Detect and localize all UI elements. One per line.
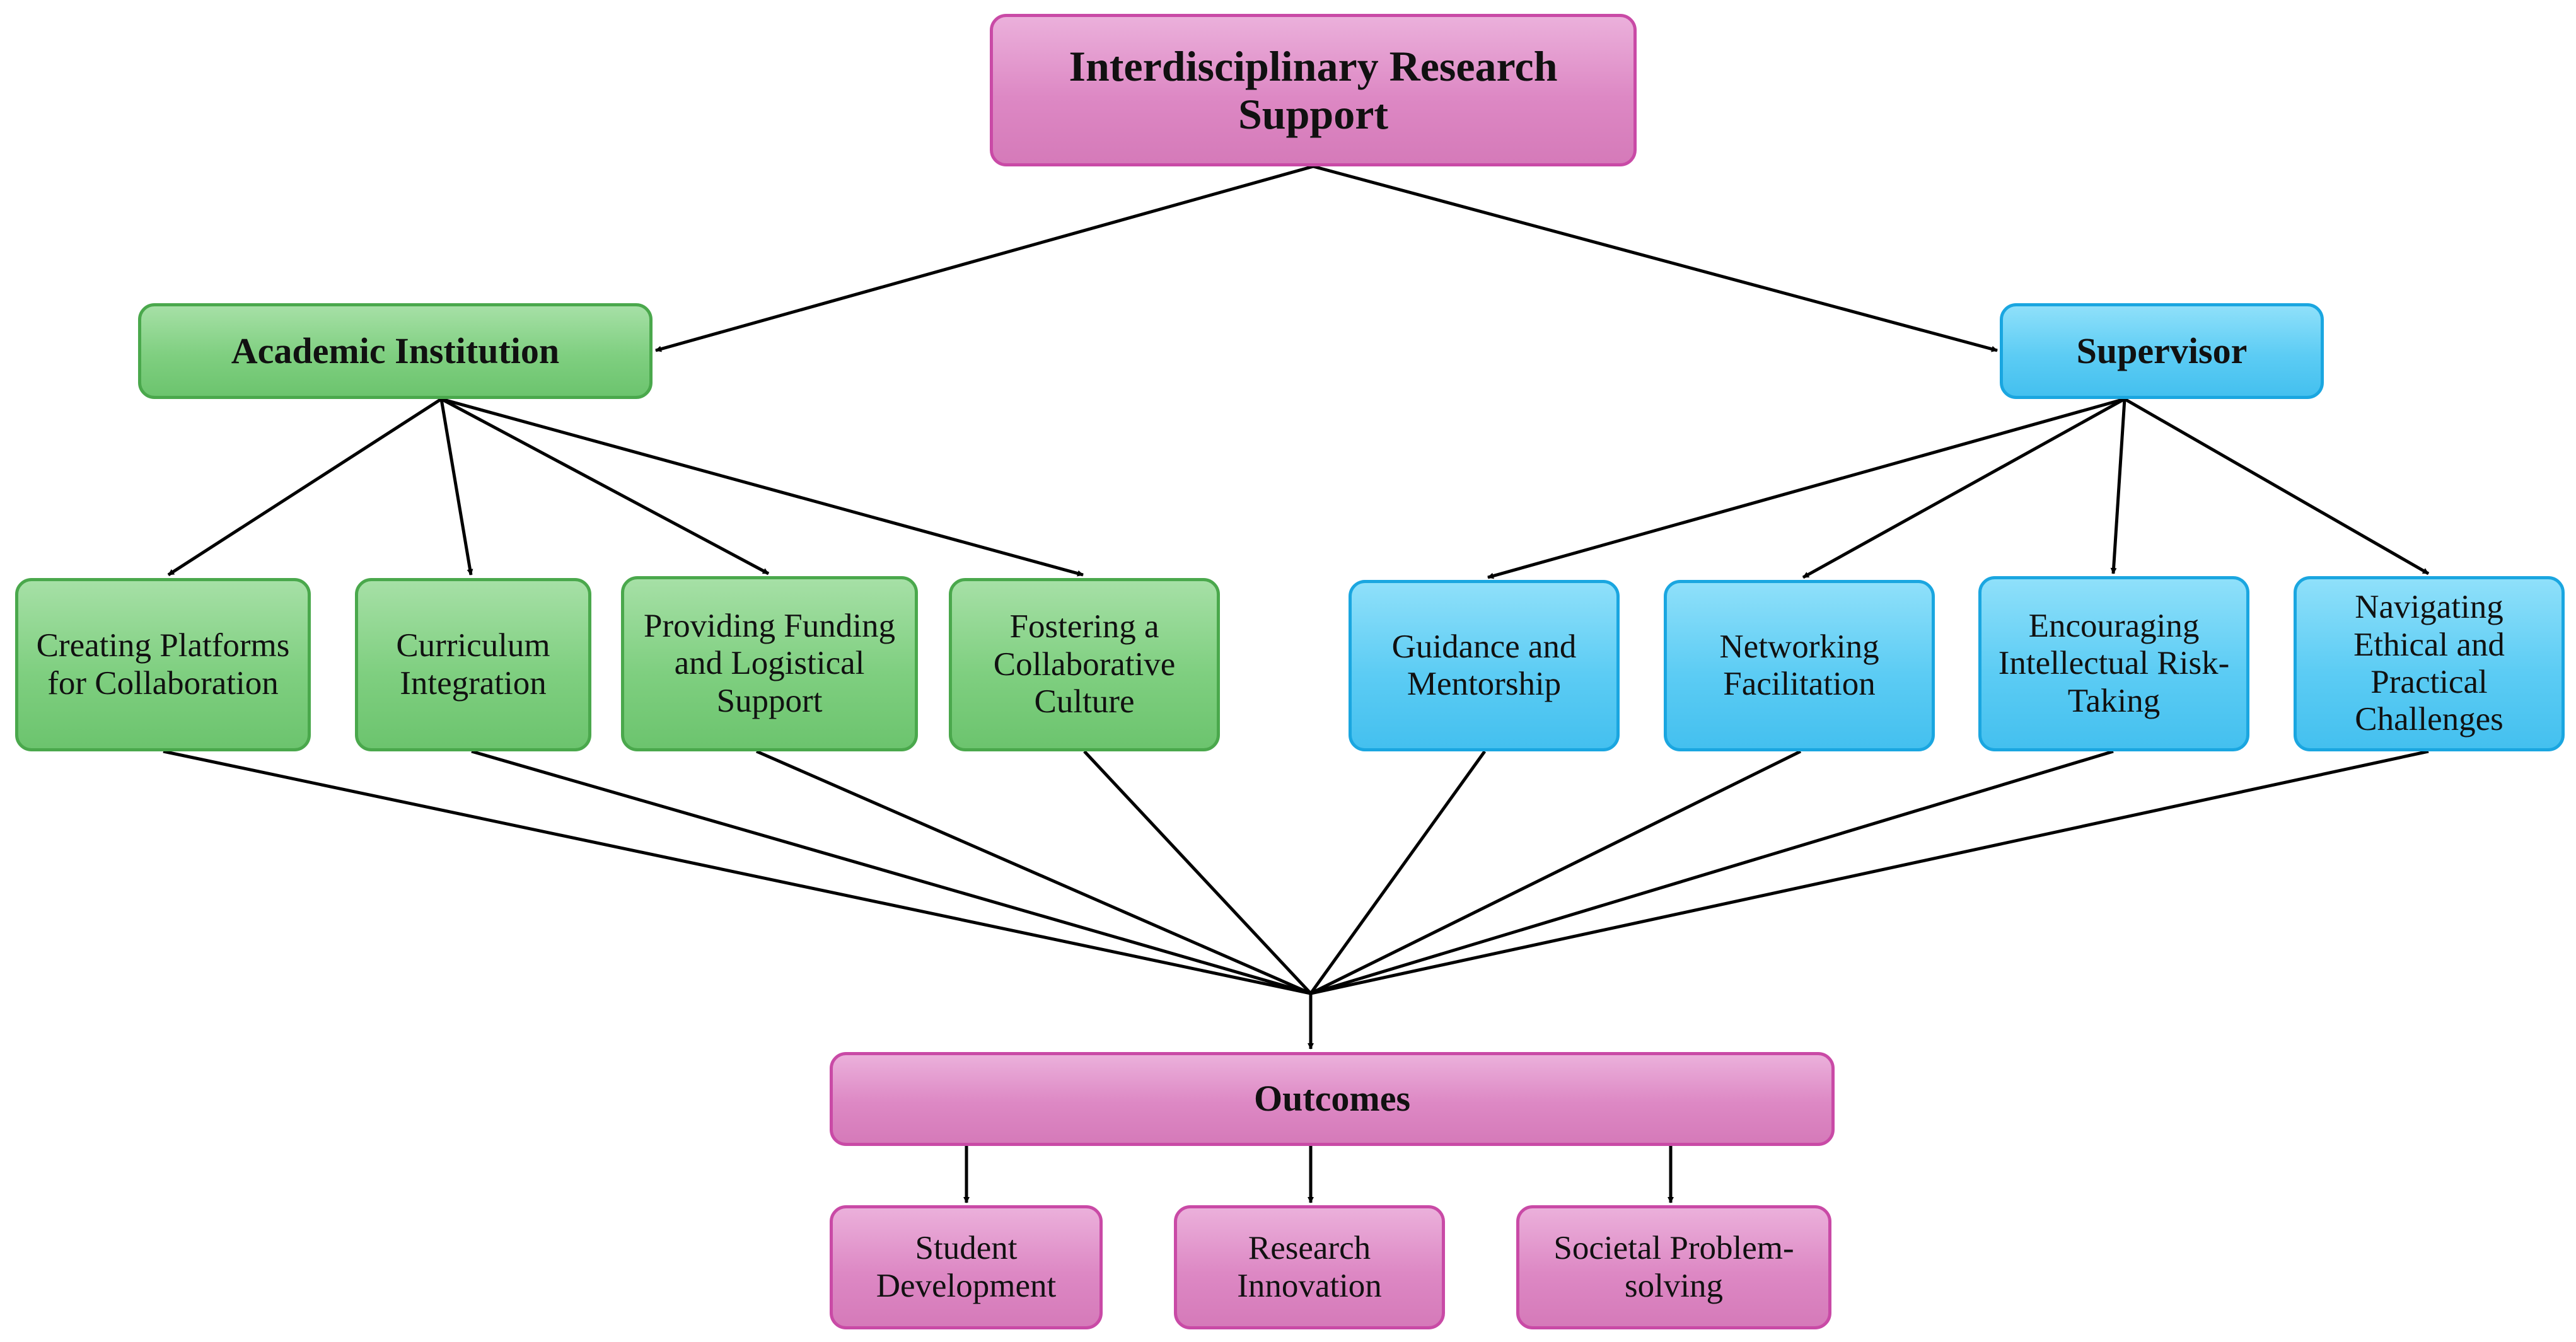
arrow-root-to-academic	[655, 165, 1314, 352]
academic-item-label: Providing Funding and Logistical Support	[643, 607, 896, 719]
outcome-item-student-development: Student Development	[830, 1205, 1103, 1329]
academic-institution-label: Academic Institution	[231, 330, 560, 371]
connector-to-outcomes-2	[755, 749, 1312, 995]
arrow-supervisor-to-item-2	[2110, 398, 2126, 574]
outcome-item-societal-problem-solving: Societal Problem-solving	[1516, 1205, 1831, 1329]
academic-item-curriculum-integration: Curriculum Integration	[355, 578, 591, 751]
supervisor-item-label: Networking Facilitation	[1719, 628, 1879, 702]
arrow-academic-to-item-0	[167, 397, 443, 577]
supervisor-node: Supervisor	[2000, 303, 2324, 399]
connector-to-outcomes-5	[1309, 749, 1802, 995]
supervisor-item-label: Guidance and Mentorship	[1391, 628, 1577, 702]
academic-item-label: Creating Platforms for Collaboration	[36, 627, 290, 702]
academic-item-fostering-culture: Fostering a Collaborative Culture	[949, 578, 1220, 751]
arrow-academic-to-item-2	[440, 397, 770, 576]
connector-to-outcomes-4	[1309, 750, 1487, 995]
connector-to-outcomes-3	[1083, 750, 1312, 995]
supervisor-label: Supervisor	[2076, 330, 2248, 371]
academic-item-label: Fostering a Collaborative Culture	[993, 608, 1176, 720]
academic-item-providing-funding: Providing Funding and Logistical Support	[621, 576, 918, 751]
supervisor-item-risk-taking: Encouraging Intellectual Risk-Taking	[1978, 576, 2249, 751]
academic-institution-node: Academic Institution	[138, 303, 653, 399]
arrow-supervisor-to-item-0	[1487, 397, 2125, 579]
supervisor-item-label: Encouraging Intellectual Risk-Taking	[1998, 607, 2230, 719]
outcome-item-research-innovation: Research Innovation	[1174, 1205, 1445, 1329]
arrow-supervisor-to-item-3	[2123, 397, 2430, 576]
academic-item-label: Curriculum Integration	[396, 627, 550, 702]
academic-item-creating-platforms: Creating Platforms for Collaboration	[15, 578, 311, 751]
root-node-research-support: Interdisciplinary Research Support	[990, 14, 1637, 166]
outcomes-node: Outcomes	[830, 1052, 1835, 1146]
outcome-item-label: Societal Problem-solving	[1553, 1230, 1794, 1304]
arrow-supervisor-to-item-1	[1802, 397, 2126, 579]
connector-to-outcomes-6	[1310, 749, 2114, 995]
connector-to-outcomes-7	[1310, 749, 2429, 995]
outcome-item-label: Research Innovation	[1237, 1230, 1382, 1304]
arrow-academic-to-item-1	[439, 398, 473, 576]
supervisor-item-ethical-challenges: Navigating Ethical and Practical Challen…	[2294, 576, 2565, 751]
supervisor-item-guidance: Guidance and Mentorship	[1349, 580, 1620, 751]
supervisor-item-label: Navigating Ethical and Practical Challen…	[2353, 589, 2505, 738]
outcome-item-label: Student Development	[876, 1230, 1057, 1304]
root-label: Interdisciplinary Research Support	[1069, 42, 1558, 138]
arrow-root-to-supervisor	[1313, 165, 1998, 352]
outcomes-label: Outcomes	[1253, 1078, 1411, 1119]
connector-to-outcomes-0	[163, 749, 1311, 995]
connector-to-outcomes-1	[471, 749, 1311, 995]
supervisor-item-networking: Networking Facilitation	[1664, 580, 1935, 751]
arrow-academic-to-item-3	[441, 397, 1084, 577]
